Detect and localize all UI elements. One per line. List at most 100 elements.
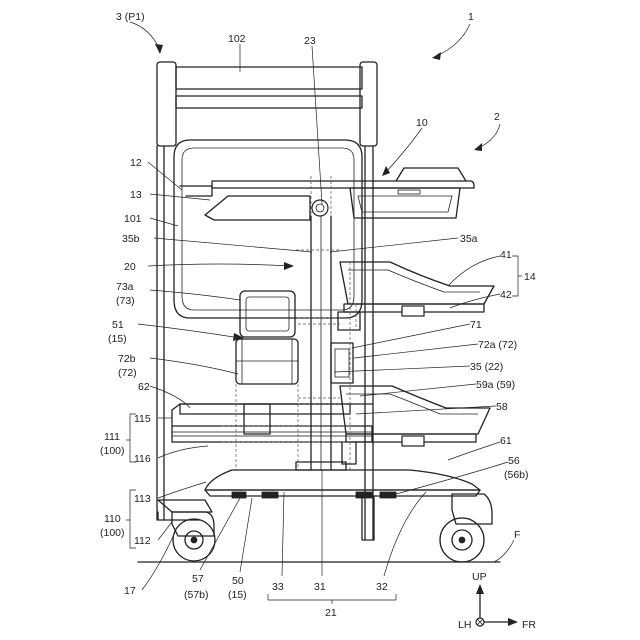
label-113: 113 <box>134 493 151 505</box>
label-61: 61 <box>500 435 512 447</box>
pole-collar-inner <box>335 349 349 377</box>
leader-61 <box>448 442 500 460</box>
label-31: 31 <box>314 581 326 593</box>
base-frame-113 <box>158 500 212 512</box>
label-17: 17 <box>124 585 136 597</box>
arrowhead-1 <box>432 52 441 60</box>
label-71: 71 <box>470 319 482 331</box>
lower-frame-brace-115 <box>172 404 372 426</box>
reference-labels: 3 (P1) 102 23 1 2 10 12 13 101 35b 35a 2… <box>100 11 536 631</box>
leader-13 <box>150 194 210 200</box>
label-116: 116 <box>134 453 151 465</box>
label-58: 58 <box>496 401 508 413</box>
top-shelf <box>212 181 474 188</box>
tray-slot <box>398 190 420 194</box>
handle-lower-bar <box>176 96 362 108</box>
arrowhead-10 <box>382 166 390 176</box>
leader-F <box>494 540 514 562</box>
leader-35b <box>154 238 312 252</box>
label-15b: (15) <box>228 589 247 601</box>
leader-50 <box>240 498 252 572</box>
label-51: 51 <box>112 319 124 331</box>
tray-support-13 <box>205 196 310 220</box>
support-61 <box>342 442 356 464</box>
label-115: 115 <box>134 413 151 425</box>
side-basket-51 <box>236 291 298 384</box>
tray-42-pad <box>402 306 424 316</box>
basket-72-lower <box>236 339 298 384</box>
post-left-upper <box>157 146 164 520</box>
label-F: F <box>514 529 520 541</box>
fr-arrowhead <box>508 618 518 626</box>
label-14: 14 <box>524 271 536 283</box>
leader-12 <box>148 162 182 190</box>
label-100b: (100) <box>100 527 125 539</box>
label-35b: 35b <box>122 233 140 245</box>
label-FR: FR <box>522 619 536 631</box>
label-62: 62 <box>138 381 150 393</box>
lower-frame-rail-116 <box>172 432 372 436</box>
basket-73-upper-inner <box>246 297 289 331</box>
leader-112 <box>158 522 172 540</box>
leader-23 <box>312 46 322 204</box>
hidden-line-2 <box>298 318 340 324</box>
leader-35a <box>330 238 458 252</box>
tray-basin <box>350 188 460 218</box>
leader-116 <box>158 446 208 458</box>
basket-frame-inner <box>182 148 354 310</box>
label-110: 110 <box>104 513 121 525</box>
label-57b: (57b) <box>184 589 209 601</box>
direction-indicator <box>476 584 518 626</box>
label-3: 3 (P1) <box>116 11 145 23</box>
label-102: 102 <box>228 33 246 45</box>
leader-35 <box>334 366 470 372</box>
leader-71 <box>352 324 470 348</box>
leader-113 <box>158 482 206 498</box>
label-57: 57 <box>192 573 204 585</box>
label-10: 10 <box>416 117 428 129</box>
hidden-line-5 <box>236 384 298 470</box>
brake-pedal-57 <box>232 492 246 498</box>
label-72b: 72b <box>118 353 136 365</box>
label-100a: (100) <box>100 445 125 457</box>
label-12: 12 <box>130 157 142 169</box>
tray-41-inner <box>348 270 480 292</box>
tray-59-pad <box>402 436 424 446</box>
leader-33 <box>282 492 284 576</box>
leader-20 <box>148 264 290 266</box>
top-tray-10 <box>180 168 474 220</box>
label-21: 21 <box>325 607 337 619</box>
post-right-upper <box>365 146 373 540</box>
lower-frame-111 <box>172 426 372 442</box>
caster-right-axle <box>459 537 465 543</box>
label-41: 41 <box>500 249 512 261</box>
label-35a: 35a <box>460 233 478 245</box>
leader-57 <box>200 498 240 570</box>
label-1: 1 <box>468 11 474 23</box>
label-42: 42 <box>500 289 512 301</box>
pedal-56 <box>356 492 372 498</box>
leader-72b <box>150 358 238 374</box>
hidden-line-3 <box>298 398 346 404</box>
cart-frame-100 <box>157 62 377 540</box>
bracket-21 <box>268 594 396 604</box>
tray-basin-inner <box>358 196 452 212</box>
label-56b: (56b) <box>504 469 529 481</box>
top-shelf-lip <box>396 168 466 181</box>
label-73a: 73a <box>116 281 134 293</box>
leader-32 <box>384 492 426 576</box>
lower-shelf-62 <box>180 404 350 414</box>
base-leg-33 <box>205 470 480 490</box>
label-32: 32 <box>376 581 388 593</box>
label-72: (72) <box>118 367 137 379</box>
label-111: 111 <box>104 431 120 443</box>
leader-41 <box>448 256 500 286</box>
basket-73-upper <box>240 291 295 337</box>
casters <box>138 494 500 562</box>
leader-58 <box>356 406 496 414</box>
label-33: 33 <box>272 581 284 593</box>
label-50: 50 <box>232 575 244 587</box>
arrowhead-3 <box>155 44 163 54</box>
label-LH: LH <box>458 619 471 631</box>
